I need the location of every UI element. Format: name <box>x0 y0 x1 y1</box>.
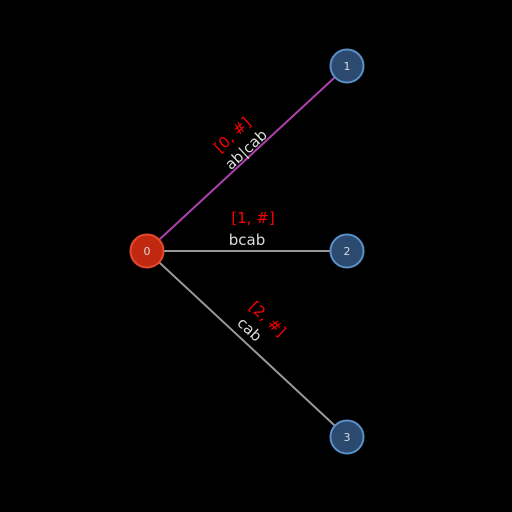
edge-index-label: [1, #] <box>231 209 274 227</box>
tree-node-1[interactable]: 1 <box>329 48 365 84</box>
edge-0-1 <box>146 65 348 252</box>
node-label: 3 <box>344 431 351 444</box>
edge-label-group-0-2: [1, #] bcab <box>229 209 275 249</box>
tree-node-0[interactable]: 0 <box>129 233 165 269</box>
edge-substring-label: bcab <box>229 231 265 249</box>
node-label: 1 <box>344 60 351 73</box>
tree-node-3[interactable]: 3 <box>329 419 365 455</box>
nodes-layer: 0 1 2 3 <box>129 48 365 455</box>
node-label: 0 <box>144 245 151 258</box>
edge-substring-before: bcab <box>229 231 265 249</box>
edge-0-3 <box>146 250 348 438</box>
leaf-node-circle <box>329 233 365 269</box>
leaf-node-circle <box>329 48 365 84</box>
root-node-circle <box>129 233 165 269</box>
node-label: 2 <box>344 245 351 258</box>
tree-node-2[interactable]: 2 <box>329 233 365 269</box>
edges-layer <box>146 65 348 438</box>
leaf-node-circle <box>329 419 365 455</box>
